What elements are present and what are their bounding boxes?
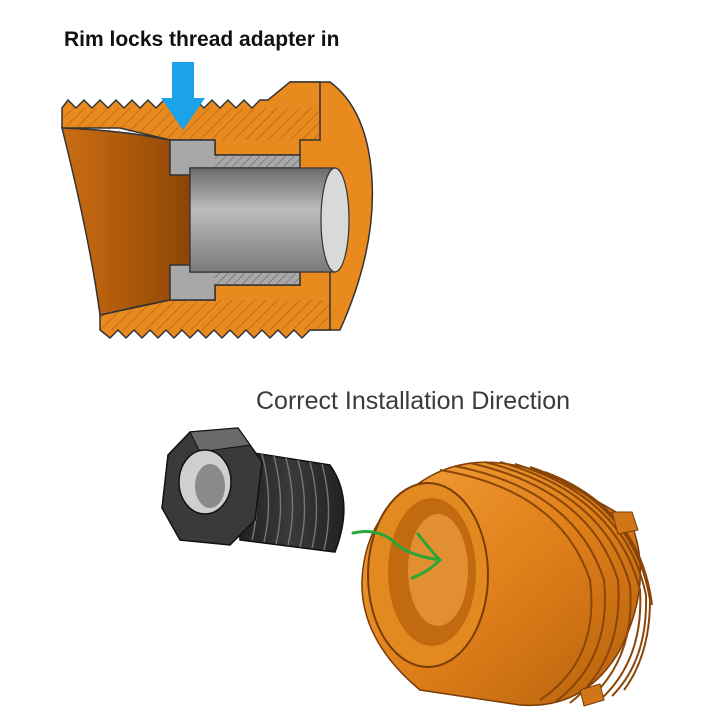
top-caption: Rim locks thread adapter in — [64, 28, 340, 51]
section-view — [61, 62, 374, 340]
rim-insert-tab-top — [611, 511, 639, 535]
rim-insert-tab-bottom — [579, 683, 605, 707]
down-arrow-icon — [161, 62, 205, 130]
adapter-threaded-body — [234, 449, 345, 553]
hand-drawn-arrow-icon — [351, 530, 443, 580]
adapter-section-bore — [189, 167, 336, 273]
thread-adapter — [161, 427, 345, 553]
bottom-caption: Correct Installation Direction — [256, 387, 571, 415]
rim-insert — [361, 461, 653, 707]
rim-bore — [61, 127, 191, 316]
